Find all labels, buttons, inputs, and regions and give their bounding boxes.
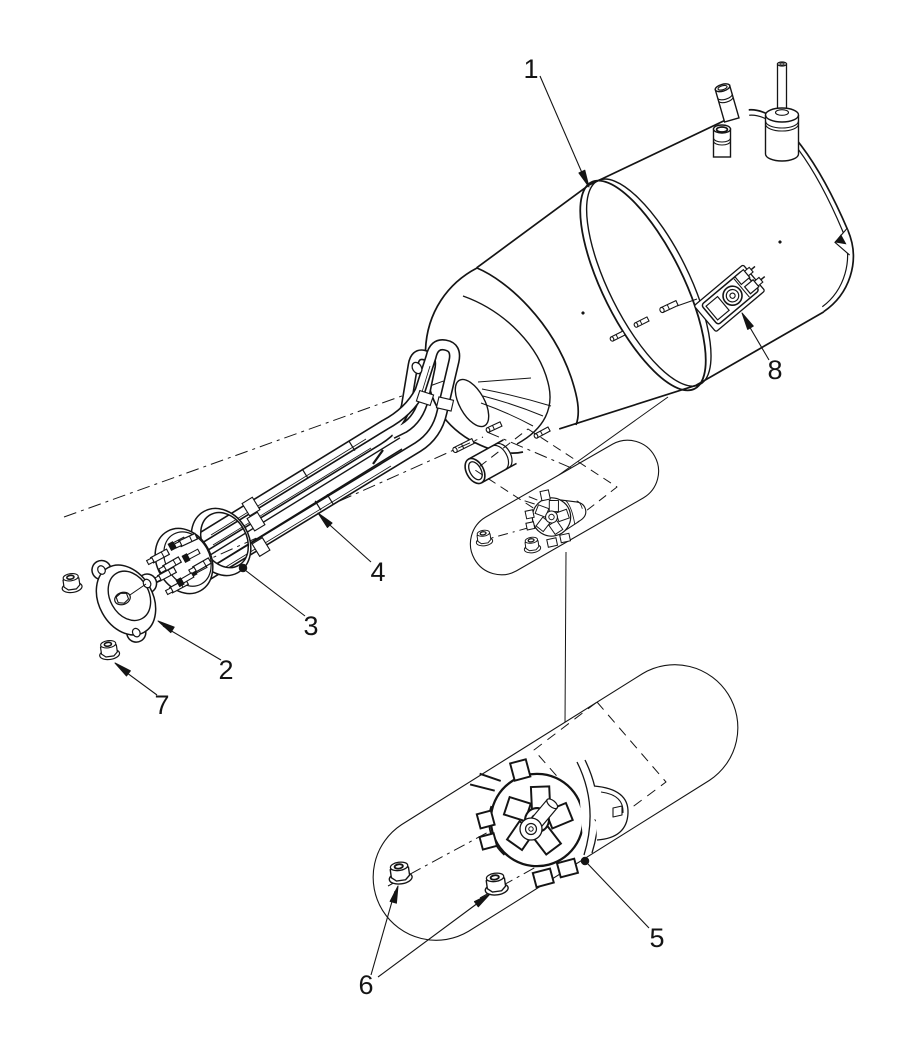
- svg-text:5: 5: [649, 923, 664, 953]
- svg-text:8: 8: [767, 355, 782, 385]
- svg-text:4: 4: [370, 557, 385, 587]
- svg-text:1: 1: [523, 54, 538, 84]
- svg-text:3: 3: [303, 611, 318, 641]
